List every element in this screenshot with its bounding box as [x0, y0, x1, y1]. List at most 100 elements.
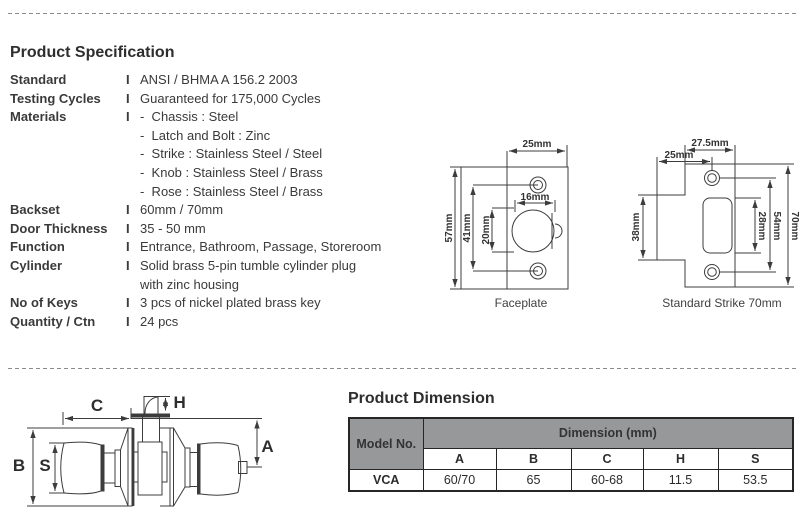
spec-row: Testing Cycles I Guaranteed for 175,000 Cy… [10, 90, 430, 109]
spec-value: - Knob : Stainless Steel / Brass [140, 164, 323, 180]
label-c: C [91, 396, 103, 415]
spec-separator: I [126, 202, 130, 218]
dim-strike-hole-spacing: 54mm [771, 212, 782, 241]
dim-strike-width: 27.5mm [691, 138, 728, 149]
divider-dashed-top [8, 13, 796, 14]
spec-value: Entrance, Bathroom, Passage, Storeroom [140, 239, 382, 255]
table-subheader-row: A B C H S [349, 447, 794, 470]
strike-outline [656, 145, 736, 288]
spec-label [10, 164, 126, 183]
cylinder-end [238, 461, 248, 474]
dim-strike-lip-offset: 25mm [665, 150, 694, 161]
model-cell: VCA [348, 468, 424, 492]
spec-row: with zinc housing [10, 276, 430, 295]
spec-separator [126, 183, 140, 202]
spec-label [10, 127, 126, 146]
latch-bolt-edge-view [130, 396, 170, 419]
spec-value: - Rose : Stainless Steel / Brass [140, 183, 323, 199]
dimension-table: Model No. Dimension (mm) A B C H S VCA 6… [348, 417, 795, 492]
spec-separator: I [126, 295, 130, 311]
spec-value: 60mm / 70mm [140, 202, 224, 218]
value-s: 53.5 [717, 468, 794, 492]
spec-label [10, 276, 126, 295]
dim-bolt-width: 16mm [521, 192, 550, 203]
dim-strike-lip-height: 38mm [631, 212, 642, 241]
spec-value: Solid brass 5-pin tumble cylinder plug [140, 257, 357, 273]
spec-label: Backset [10, 202, 60, 218]
col-header-c: C [570, 447, 644, 470]
strike-drawing: 27.5mm 25mm 38mm 28mm 54mm 70mm Standard… [631, 138, 800, 310]
label-b: B [13, 456, 25, 475]
spec-row: No of Keys I 3 pcs of nickel plated brass … [10, 294, 430, 313]
spec-value: - Chassis : Steel [140, 109, 239, 125]
value-h: 11.5 [642, 468, 719, 492]
spec-separator [126, 164, 140, 183]
dim-plate-width: 25mm [523, 139, 552, 150]
dim-plate-height: 57mm [444, 213, 455, 242]
spec-label: Testing Cycles [10, 90, 101, 106]
spec-row: Cylinder I Solid brass 5-pin tumble cylind… [10, 257, 430, 276]
strike-dimensions: 27.5mm 25mm 38mm 28mm 54mm 70mm [631, 138, 800, 288]
faceplate-latch-bolt [511, 209, 563, 253]
spec-separator: I [126, 109, 130, 125]
col-header-s: S [717, 447, 794, 470]
spec-label: Materials [10, 109, 67, 125]
strike-caption: Standard Strike 70mm [662, 296, 781, 310]
dimension-section-title: Product Dimension [348, 390, 495, 407]
value-a: 60/70 [422, 468, 497, 492]
label-s: S [39, 456, 50, 475]
label-h: H [174, 393, 186, 412]
spec-value: with zinc housing [140, 276, 239, 292]
col-header-h: H [642, 447, 719, 470]
knob-dimension-lines [27, 396, 262, 507]
spec-row: - Knob : Stainless Steel / Brass [10, 164, 430, 183]
spec-label [10, 145, 126, 164]
spec-label: Standard [10, 72, 67, 87]
spec-row: Materials I - Chassis : Steel [10, 108, 430, 127]
spec-value: - Latch and Bolt : Zinc [140, 127, 271, 143]
left-knob [60, 427, 135, 507]
knob-dimension-drawing: C H A B S [13, 393, 274, 507]
strike-screw-holes [704, 170, 720, 280]
spec-separator: I [126, 257, 130, 273]
spec-row: - Strike : Stainless Steel / Steel [10, 145, 430, 164]
faceplate-drawing: 25mm 57mm 41mm 20mm 16mm Faceplate [444, 139, 569, 310]
label-a: A [261, 437, 273, 456]
dimension-mm-header: Dimension (mm) [422, 417, 794, 449]
model-no-header: Model No. [348, 417, 424, 470]
dim-bolt-height: 20mm [481, 215, 492, 244]
right-knob [169, 427, 248, 507]
spec-separator [126, 145, 140, 164]
spec-section-title: Product Specification [10, 44, 175, 61]
spec-separator: I [126, 90, 130, 106]
spec-value: ANSI / BHMA A 156.2 2003 [140, 72, 298, 87]
spec-label: No of Keys [10, 295, 78, 311]
col-header-a: A [422, 447, 497, 470]
spec-row: Backset I 60mm / 70mm [10, 201, 430, 220]
spec-label: Door Thickness [10, 220, 108, 236]
faceplate-outline [460, 151, 569, 290]
value-b: 65 [495, 468, 572, 492]
dim-hole-spacing: 41mm [462, 213, 473, 242]
col-header-b: B [495, 447, 572, 470]
spec-label [10, 183, 126, 202]
spec-separator [126, 127, 140, 146]
spec-value: - Strike : Stainless Steel / Steel [140, 146, 323, 162]
table-data-row: VCA 60/70 65 60-68 11.5 53.5 [348, 468, 794, 492]
spec-label: Cylinder [10, 257, 63, 273]
spec-value: Guaranteed for 175,000 Cycles [140, 90, 321, 106]
dim-strike-hole-height: 28mm [756, 212, 767, 241]
table-header-row: Model No. Dimension (mm) [348, 417, 794, 470]
spec-separator: I [126, 239, 130, 255]
spec-value: 3 pcs of nickel plated brass key [140, 295, 321, 311]
value-c: 60-68 [570, 468, 644, 492]
spec-label: Quantity / Ctn [10, 313, 96, 329]
faceplate-dimensions: 25mm 57mm 41mm 20mm 16mm [444, 139, 568, 290]
spec-value: 24 pcs [140, 313, 179, 329]
